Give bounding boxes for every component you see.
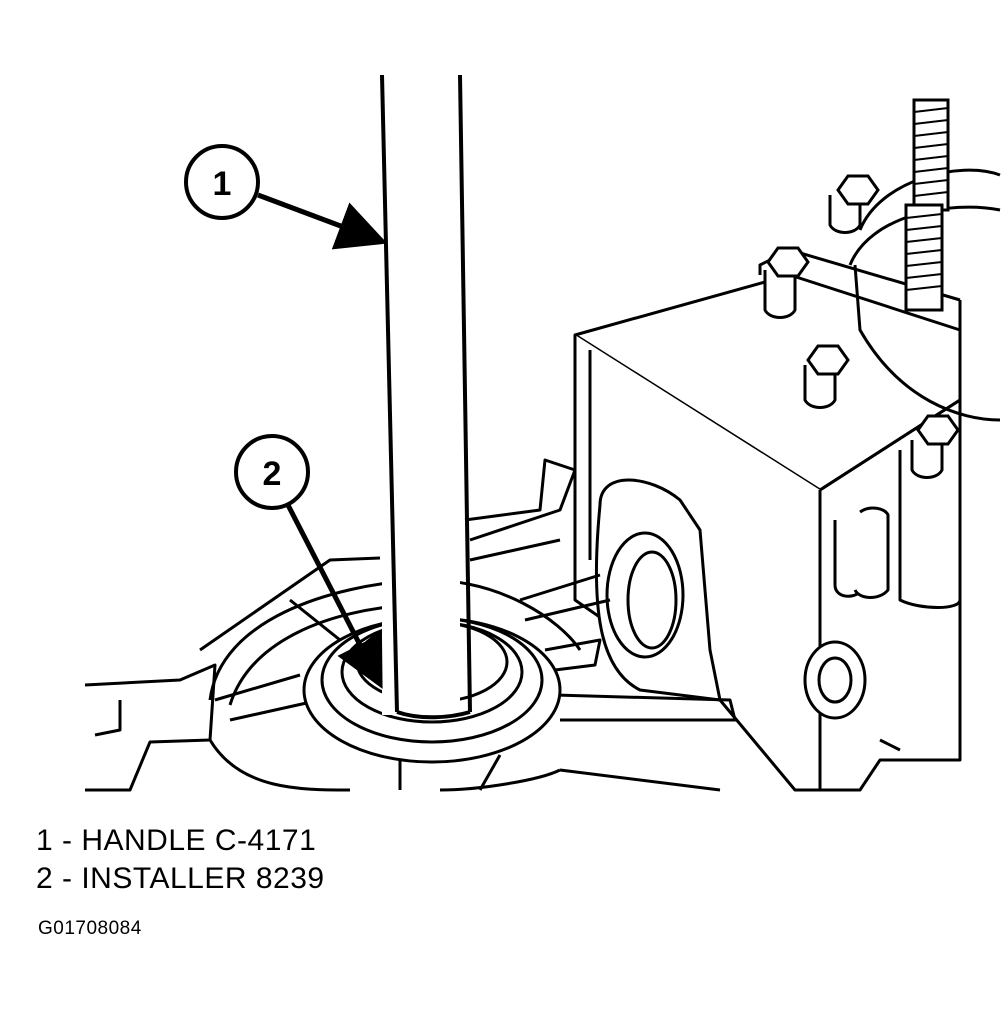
- legend: 1 - HANDLE C-4171 2 - INSTALLER 8239: [36, 822, 325, 898]
- bolts: [763, 174, 960, 479]
- legend-item-installer: 2 - INSTALLER 8239: [36, 862, 325, 895]
- stud-icon: [912, 98, 950, 212]
- callout-2-number: 2: [263, 455, 282, 493]
- figure-id: G01708084: [38, 918, 142, 939]
- bolt-icon: [803, 344, 850, 409]
- legend-item-handle: 1 - HANDLE C-4171: [36, 824, 317, 857]
- installation-diagram: 1 2: [84, 74, 1001, 792]
- stud-icon: [904, 203, 944, 312]
- callout-2: 2: [234, 434, 383, 689]
- transmission-housing: [573, 168, 1001, 792]
- bolt-icon: [828, 174, 880, 234]
- threaded-studs: [904, 98, 950, 312]
- bolt-icon: [763, 246, 810, 319]
- handle-shaft: [380, 74, 472, 720]
- bolt-icon: [910, 414, 960, 479]
- callout-1-number: 1: [213, 165, 232, 203]
- callout-1: 1: [184, 144, 388, 250]
